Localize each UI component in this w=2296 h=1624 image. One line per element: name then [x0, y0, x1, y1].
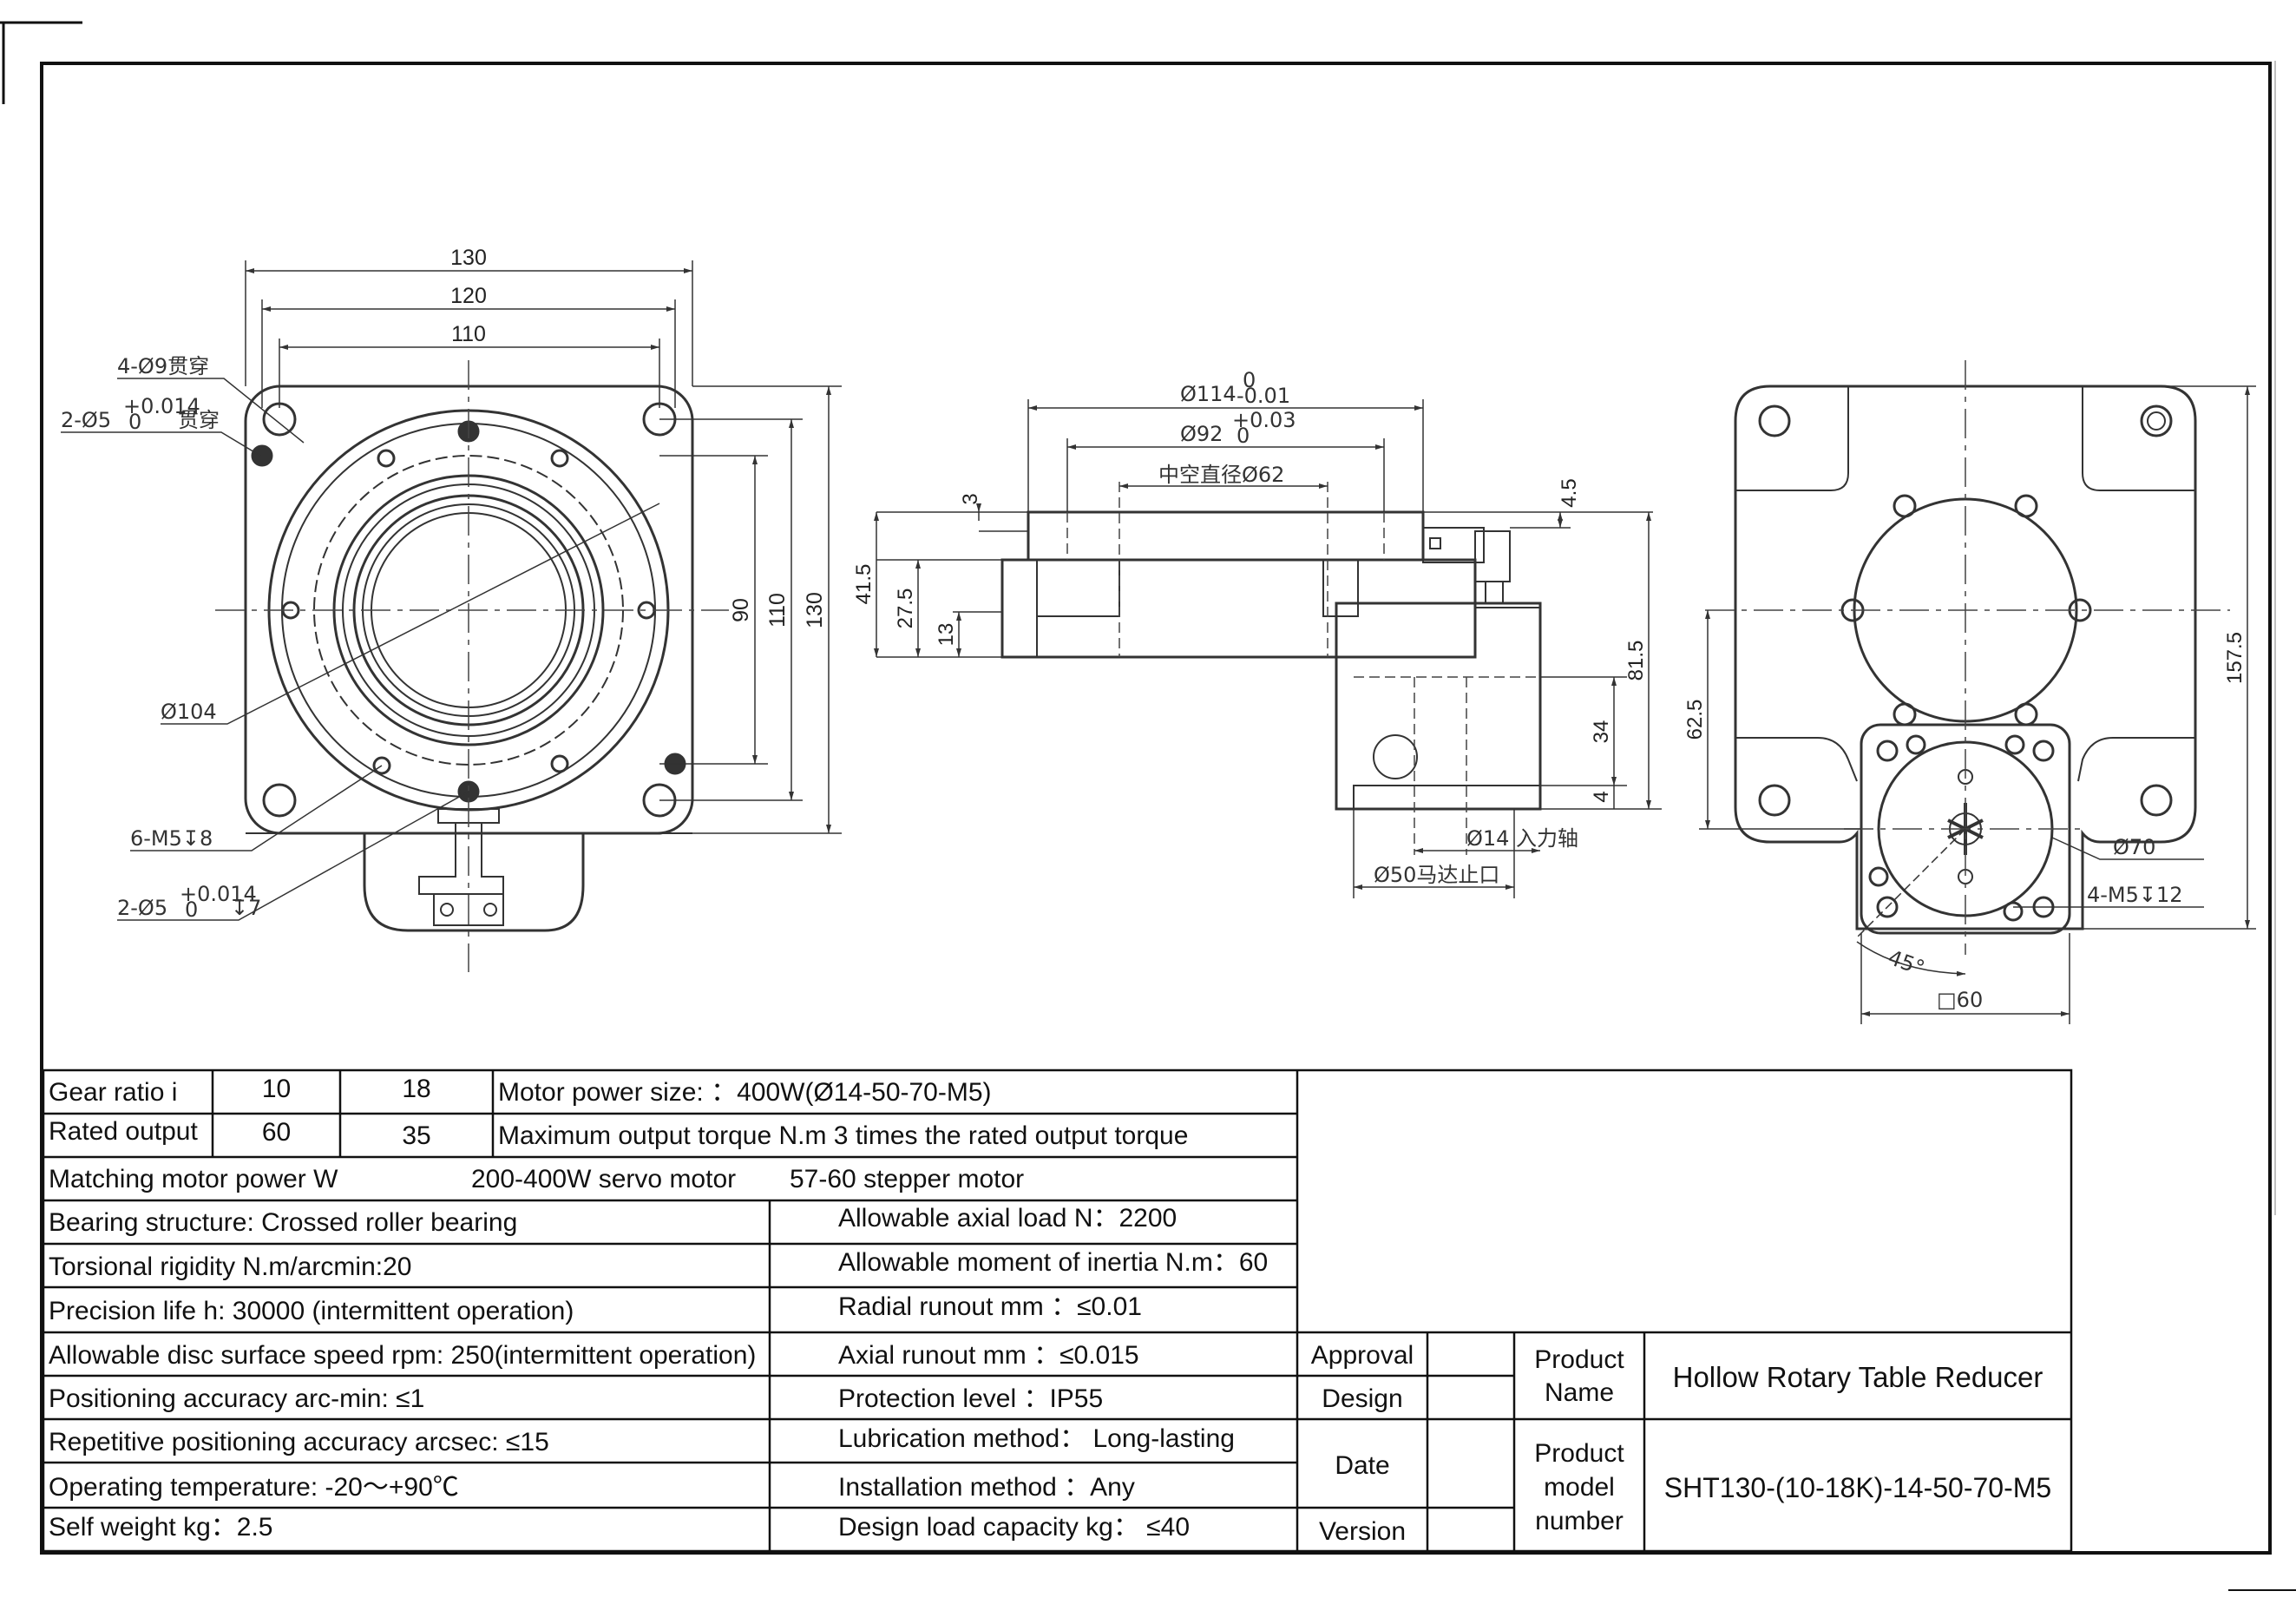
- date-label: Date: [1335, 1451, 1390, 1480]
- positioning-accuracy: Positioning accuracy arc-min: ≤1: [49, 1384, 425, 1413]
- allowable-moment-inertia: Allowable moment of inertia N.m：60: [838, 1248, 1269, 1277]
- dia-114-tol-lower: -0.01: [1237, 384, 1290, 408]
- lubrication-method: Lubrication method： Long-lasting: [838, 1424, 1235, 1453]
- gear-ratio-10: 10: [261, 1075, 292, 1103]
- pin-2-d5-label: 2-Ø5: [61, 408, 111, 432]
- bearing-structure: Bearing structure: Crossed roller bearin…: [49, 1208, 518, 1237]
- allowable-axial-load: Allowable axial load N：2200: [838, 1204, 1178, 1233]
- dim-4-5: 4.5: [1558, 478, 1581, 507]
- design-label: Design: [1322, 1384, 1403, 1413]
- pin-bottom-tol-lower: 0: [185, 897, 198, 922]
- side-section-view: [1000, 510, 1542, 811]
- side-view-dimensions: [874, 399, 1662, 898]
- bottom-view-labels: 157.5 62.5 Ø70 4-M5↧12 45° □60: [1683, 632, 2247, 1012]
- spec-table-grid: [42, 1068, 2073, 1553]
- pin-bottom-depth: ↧7: [231, 896, 261, 920]
- matching-motor-label: Matching motor power W: [49, 1165, 338, 1193]
- dim-90: 90: [729, 598, 753, 622]
- thread-4-m5-label: 4-M5↧12: [2087, 883, 2183, 907]
- disc-surface-speed: Allowable disc surface speed rpm: 250(in…: [49, 1341, 757, 1370]
- bottom-view-dimensions: [1699, 385, 2256, 1024]
- model-label-2: model: [1544, 1473, 1615, 1502]
- rated-output-60: 60: [261, 1118, 292, 1147]
- dim-34: 34: [1590, 720, 1613, 744]
- pin-tol-upper: +0.014: [123, 394, 200, 418]
- torsional-rigidity: Torsional rigidity N.m/arcmin:20: [49, 1253, 412, 1281]
- dim-3: 3: [959, 493, 982, 504]
- dia-114-tol-upper: 0: [1243, 368, 1256, 392]
- pin-tol-lower: 0: [128, 410, 141, 434]
- version-label: Version: [1318, 1517, 1407, 1546]
- hole-4-d9-label: 4-Ø9贯穿: [117, 354, 209, 378]
- approval-label: Approval: [1310, 1341, 1414, 1370]
- front-view-dimensions: [61, 260, 842, 921]
- installation-method: Installation method ：Any: [838, 1473, 1135, 1502]
- motor-power-size: Motor power size: ：400W(Ø14-50-70-M5): [498, 1078, 992, 1107]
- motor-spigot-label: Ø50马达止口: [1374, 863, 1499, 887]
- dia-70-label: Ø70: [2113, 835, 2155, 859]
- dim-110-side: 110: [765, 593, 790, 628]
- sheet-frame: [0, 21, 2296, 1591]
- precision-life: Precision life h: 30000 (intermittent op…: [49, 1297, 574, 1325]
- rated-output-35: 35: [402, 1121, 431, 1150]
- max-output-torque: Maximum output torque N.m 3 times the ra…: [498, 1121, 1189, 1150]
- repetitive-positioning: Repetitive positioning accuracy arcsec: …: [49, 1428, 549, 1456]
- radial-runout: Radial runout mm ：≤0.01: [838, 1292, 1142, 1321]
- dim-41-5: 41.5: [852, 564, 876, 605]
- model-label-3: number: [1535, 1507, 1624, 1535]
- dia-114-label: Ø114: [1180, 382, 1237, 406]
- dim-110-top: 110: [451, 322, 486, 346]
- dia-92-tol-upper: +0.03: [1232, 408, 1296, 432]
- front-view-labels: 130 120 110 90 110 130 4-Ø9贯穿 2-Ø5 +0.01…: [61, 246, 827, 922]
- pin-through-label: 贯穿: [178, 408, 220, 432]
- dim-13: 13: [935, 623, 958, 647]
- protection-level: Protection level ：IP55: [838, 1384, 1104, 1413]
- operating-temperature: Operating temperature: -20～+90℃: [49, 1473, 459, 1502]
- hollow-62-label: 中空直径Ø62: [1158, 463, 1284, 487]
- product-name-label-1: Product: [1534, 1345, 1624, 1374]
- axial-runout: Axial runout mm ：≤0.015: [838, 1341, 1139, 1370]
- dim-130-side: 130: [803, 592, 827, 628]
- matching-motor-stepper: 57-60 stepper motor: [790, 1165, 1025, 1193]
- side-view-hidden-lines: [1066, 482, 1540, 855]
- input-shaft-label: Ø14 入力轴: [1466, 826, 1578, 851]
- dim-4: 4: [1590, 791, 1613, 802]
- rated-output-label: Rated output: [49, 1117, 198, 1146]
- dia-92-tol-lower: 0: [1237, 424, 1250, 448]
- thread-6-m5-label: 6-M5↧8: [130, 826, 213, 851]
- dim-157-5: 157.5: [2223, 632, 2247, 684]
- matching-motor-servo: 200-400W servo motor: [471, 1165, 737, 1193]
- model-label-1: Product: [1534, 1439, 1624, 1468]
- dim-27-5: 27.5: [894, 588, 917, 629]
- design-load-capacity: Design load capacity kg： ≤40: [838, 1513, 1191, 1542]
- side-view-labels: Ø114 0 -0.01 Ø92 +0.03 0 中空直径Ø62 3 4.5 4…: [852, 368, 1648, 887]
- gear-ratio-label: Gear ratio i: [49, 1078, 178, 1107]
- gear-ratio-18: 18: [402, 1075, 431, 1103]
- dia-92-label: Ø92: [1180, 422, 1223, 446]
- self-weight: Self weight kg：2.5: [49, 1513, 273, 1542]
- product-name-value: Hollow Rotary Table Reducer: [1672, 1361, 2043, 1393]
- pin-bottom-tol-upper: +0.014: [180, 882, 257, 906]
- front-view-centerlines: [215, 360, 729, 972]
- dim-130-top: 130: [450, 246, 487, 270]
- dim-62-5: 62.5: [1683, 700, 1707, 740]
- angle-45-label: 45°: [1885, 945, 1928, 981]
- square-60-label: □60: [1937, 988, 1983, 1012]
- product-name-label-2: Name: [1544, 1378, 1615, 1407]
- dia-104-label: Ø104: [161, 700, 217, 724]
- pin-bottom-label: 2-Ø5: [117, 896, 167, 920]
- dim-81-5: 81.5: [1624, 641, 1648, 681]
- model-value: SHT130-(10-18K)-14-50-70-M5: [1663, 1472, 2052, 1503]
- bottom-view-centerlines: [1705, 360, 2230, 955]
- dim-120: 120: [450, 284, 487, 308]
